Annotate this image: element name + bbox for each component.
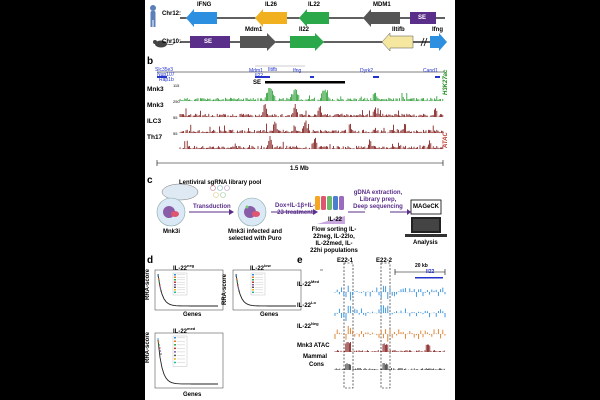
gene-mdm1-track: Mdm1 — [249, 68, 263, 74]
se-label-human: SE — [418, 15, 427, 21]
e22-2-label: E22-2 — [376, 258, 393, 264]
gene-arrow-ifng-mouse — [430, 33, 447, 51]
e22-2-box — [380, 262, 391, 389]
panel-c-label: c — [147, 175, 153, 186]
gene-arrow-mdm1 — [363, 9, 400, 27]
se-bar — [265, 81, 345, 84]
track-name-1: Mnk3 — [147, 86, 164, 93]
figure-graphics — [150, 5, 447, 389]
gene-label-mdm1-mouse: Mdm1 — [245, 27, 263, 33]
gene-arrow-il22 — [299, 9, 329, 27]
il22-gradient-label: IL-22 — [328, 217, 343, 223]
xlabel-low: Genes — [260, 312, 279, 318]
panel-e-label: e — [297, 255, 303, 266]
e22-1-label: E22-1 — [337, 258, 354, 264]
xlabel-neg: Genes — [183, 312, 202, 318]
e-row-neg: IL-22Neg — [297, 321, 319, 331]
scale-bar-label: 1.5 Mb — [290, 166, 309, 172]
panel-d-label: d — [147, 255, 154, 266]
se-track-label: SE — [253, 80, 262, 86]
mouse-chr-label: Chr10: — [162, 39, 182, 45]
gene-label-mdm1: MDM1 — [373, 2, 391, 8]
gene-label-iltifb: Iltifb — [392, 27, 405, 33]
mouse-icon — [153, 40, 176, 48]
gene-arrow-il22-mouse — [290, 33, 324, 51]
gene-ifng-track: Ifng — [293, 68, 302, 74]
cell2-label: Mnk3i infected and selected with Puro — [227, 229, 282, 242]
flow-sort-label: Flow sorting IL-22neg, IL-22lo, IL-22med… — [310, 227, 358, 254]
il22-gradient — [317, 216, 345, 224]
gene-label-il22-mouse: Il22 — [299, 27, 310, 33]
track-name-3: ILC3 — [147, 118, 162, 125]
library-pool-dish — [161, 183, 199, 201]
e-cons-label-1: Mammal — [303, 354, 328, 360]
e22-1-box — [343, 262, 354, 389]
ylabel-med: RRA-score — [145, 331, 151, 363]
mageck-label: MAGeCK — [413, 204, 440, 210]
gene-arrow-iltifb — [381, 32, 414, 52]
gene-arrow-mdm1-mouse — [240, 33, 276, 51]
track-scale-1: 115 — [173, 83, 180, 88]
gene-arrow-ifng — [186, 9, 217, 27]
ngs-label: gDNA extraction, Library prep, Deep sequ… — [353, 190, 403, 210]
se-label-mouse: SE — [204, 39, 213, 45]
library-pool-title: Lentiviral sgRNA library pool — [179, 180, 262, 186]
gene-il22-track: Il22 — [255, 73, 264, 79]
gene-label-il22: IL22 — [308, 2, 321, 8]
track-scale-2: 250 — [173, 99, 180, 104]
ylabel-low: RRA-score — [222, 273, 228, 305]
cell1-label: Mnk3i — [163, 229, 181, 235]
e-atac-label: Mnk3 ATAC — [297, 343, 330, 349]
h3k27ac-label: H3K27ac — [443, 69, 449, 95]
e-gene-label: Il22 — [426, 269, 435, 275]
signal-tracks — [179, 88, 444, 150]
plot-title-low: IL-22low — [250, 263, 271, 273]
gene-label-ifng: IFNG — [197, 2, 212, 8]
plot-title-neg: IL-22neg — [173, 263, 195, 273]
gene-cand1: Cand1 — [423, 68, 438, 74]
track-scale-3: 55 — [173, 115, 178, 120]
analysis-label: Analysis — [413, 240, 438, 246]
gene-arrow-il26 — [255, 9, 287, 27]
se-box-mouse — [190, 36, 230, 48]
track-name-4: Th17 — [147, 134, 163, 141]
transduction-label: Transduction — [193, 204, 231, 210]
plot-title-med: IL-22med — [173, 326, 196, 336]
gene-iltifb-track: Iltifb — [268, 67, 278, 73]
gene-label-il26: IL26 — [265, 2, 278, 8]
flow-sort-tubes — [315, 196, 344, 210]
e-scale-label: 20 kb — [415, 263, 428, 269]
gene-dyrk2: Dyrk2 — [360, 68, 374, 74]
se-box-human — [410, 12, 436, 24]
crispr-tracks — [334, 285, 446, 370]
treatment-label: Dox+IL-1β+IL-23 treatment — [275, 203, 316, 216]
ylabel-neg: RRA-score — [145, 268, 151, 300]
gene-slc35e3: Slc35e3 — [155, 67, 174, 73]
human-icon — [150, 5, 156, 27]
panel-b-label: b — [147, 56, 154, 67]
xlabel-med: Genes — [183, 392, 202, 398]
e-row-lo: IL-22Lo — [297, 300, 316, 310]
mageck-box — [410, 199, 442, 215]
track-scale-4: 55 — [173, 131, 178, 136]
figure-panel: Chr12: Chr10: IFNG IL26 IL22 MDM1 SE SE … — [145, 0, 455, 400]
e-row-med: IL-22Med — [297, 279, 320, 289]
atac-label: ATAC — [443, 132, 449, 148]
e-cons-label-2: Cons — [309, 362, 324, 368]
human-chr-label: Chr12: — [162, 11, 182, 17]
rra-plots — [154, 269, 302, 389]
gene-nup107: Nup107 — [157, 72, 175, 78]
track-name-2: Mnk3 — [147, 102, 164, 109]
gene-label-ifng-mouse: Ifng — [432, 27, 443, 33]
gene-rap1b: Rap1b — [159, 77, 174, 83]
